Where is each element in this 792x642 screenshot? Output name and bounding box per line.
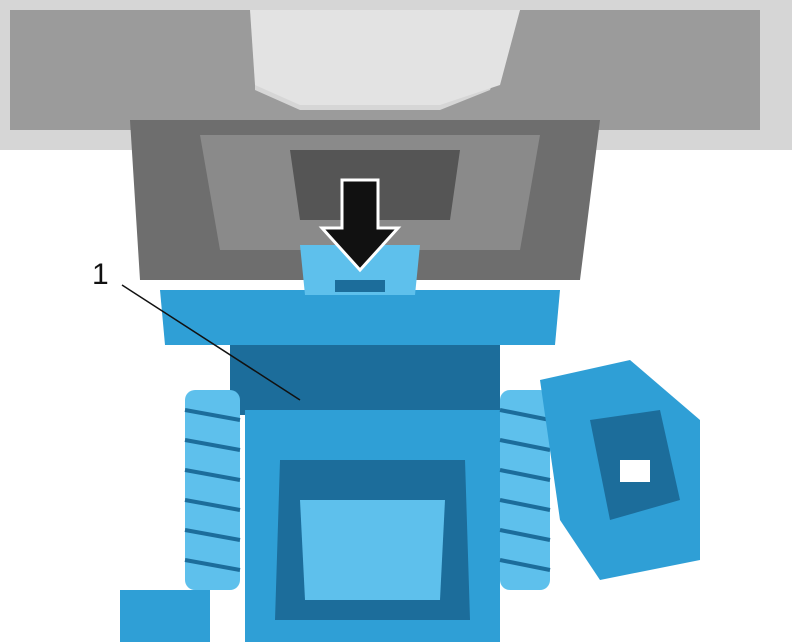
down-arrow-icon (318, 178, 402, 273)
lower-left-fitting (120, 590, 210, 642)
upper-body (230, 345, 500, 415)
mounting-plate (160, 290, 560, 345)
callout-leader-line (121, 284, 301, 401)
locking-tab-slot (335, 280, 385, 292)
grey-housing (0, 0, 792, 280)
callout-1-label: 1 (92, 258, 109, 291)
housing-top-shell (10, 10, 760, 130)
left-spring (184, 390, 241, 590)
housing-center-panel (250, 10, 520, 105)
side-bracket-hole (620, 460, 650, 482)
right-spring (499, 390, 551, 590)
inner-panel (300, 500, 445, 600)
blue-assembly (120, 245, 700, 642)
